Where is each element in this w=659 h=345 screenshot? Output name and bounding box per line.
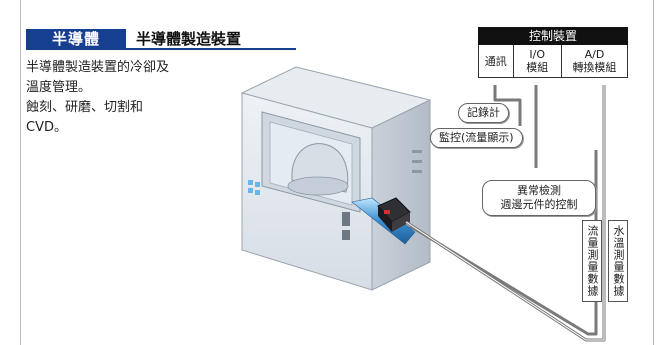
anomaly-line1: 異常檢測 <box>517 184 561 197</box>
flow-data-label: 流量測量數據 <box>582 220 602 302</box>
control-device: 控制裝置 通訊 I/O 模組 A/D 轉換模組 <box>478 27 628 78</box>
recorder-label: 記錄計 <box>458 103 509 123</box>
comm-label: 通訊 <box>484 54 507 68</box>
water-temp-label: 水溫測量數據 <box>608 220 628 302</box>
description: 半導體製造裝置的冷卻及 溫度管理。 蝕刻、研磨、切割和 CVD。 <box>26 58 256 138</box>
description-line: CVD。 <box>26 120 67 135</box>
ad-module: A/D 轉換模組 <box>562 45 627 77</box>
anomaly-line2: 週邊元件的控制 <box>500 198 578 211</box>
description-line: 蝕刻、研磨、切割和 <box>26 100 144 115</box>
comm-module: 通訊 <box>479 45 514 77</box>
monitor-label: 監控(流量顯示) <box>430 128 523 148</box>
ad-label-line2: 轉換模組 <box>572 61 617 74</box>
io-label-line1: I/O <box>529 48 546 61</box>
anomaly-note: 異常檢測 週邊元件的控制 <box>482 180 596 216</box>
section-title: 半導體製造裝置 <box>126 29 296 50</box>
control-title: 控制裝置 <box>478 27 628 45</box>
content-frame <box>20 0 654 345</box>
cable-temp <box>409 150 598 336</box>
io-module: I/O 模組 <box>514 45 562 77</box>
control-modules: 通訊 I/O 模組 A/D 轉換模組 <box>478 45 628 78</box>
category-tag: 半導體 <box>26 29 126 50</box>
io-label-line2: 模組 <box>526 61 549 74</box>
description-line: 半導體製造裝置的冷卻及 <box>26 60 170 75</box>
description-line: 溫度管理。 <box>26 80 92 95</box>
cabinet-side <box>371 99 431 291</box>
section-header: 半導體 半導體製造裝置 <box>26 29 296 50</box>
ad-label-line1: A/D <box>584 48 605 61</box>
cable-comm <box>493 85 522 126</box>
